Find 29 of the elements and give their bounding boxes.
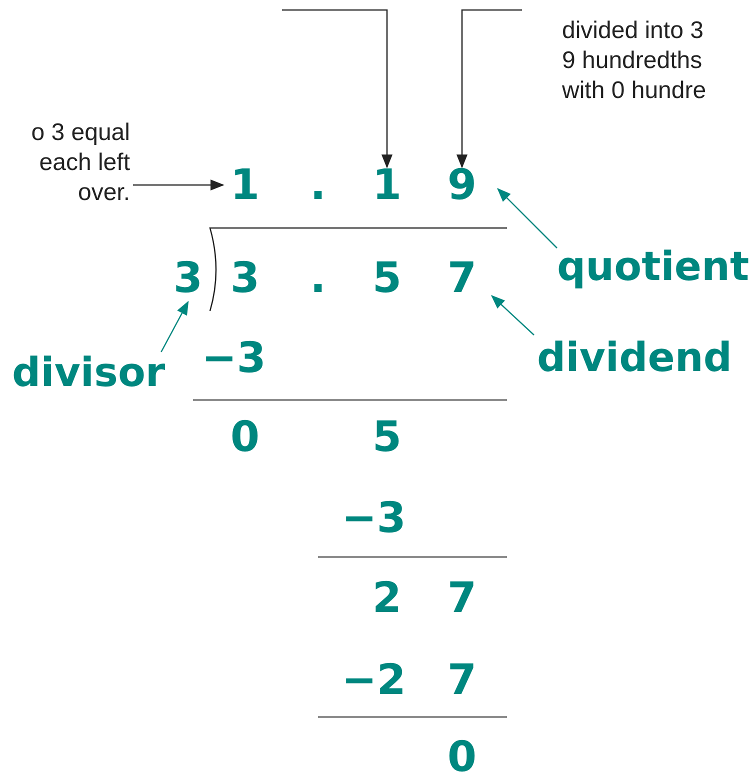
note-text: o 3 equal each left over. (0, 118, 130, 208)
leader-arrow (490, 295, 534, 336)
subtrahend: −2 (340, 656, 406, 704)
divisor-term: divisor (12, 350, 166, 396)
quotient-term: quotient (557, 244, 750, 290)
subtrahend: −3 (200, 334, 266, 382)
decimal-point: . (309, 254, 327, 302)
leader-arrow (133, 179, 224, 191)
leader-arrow (456, 9, 522, 168)
note-text: divided into 3 9 hundredths with 0 hundre (562, 16, 722, 106)
dividend-digit: 3 (229, 254, 261, 302)
decimal-point: . (309, 161, 327, 209)
subtrahend: −3 (340, 494, 406, 542)
leader-arrow (497, 188, 558, 248)
subtrahend-digit: 7 (446, 656, 478, 704)
leader-arrow (160, 300, 189, 352)
dividend-digit: 5 (371, 254, 403, 302)
remainder-digit: 7 (446, 574, 478, 622)
remainder-digit: 2 (371, 574, 403, 622)
arrow (282, 9, 393, 168)
remainder-digit: 0 (229, 413, 261, 461)
quotient-digit: 9 (432, 161, 492, 209)
quotient-digit: 1 (215, 161, 275, 209)
remainder-digit: 5 (371, 413, 403, 461)
divisor-digit: 3 (158, 254, 218, 302)
quotient-digit: 1 (357, 161, 417, 209)
remainder-digit: 0 (446, 733, 478, 775)
dividend-term: dividend (537, 335, 732, 381)
dividend-digit: 7 (432, 254, 492, 302)
